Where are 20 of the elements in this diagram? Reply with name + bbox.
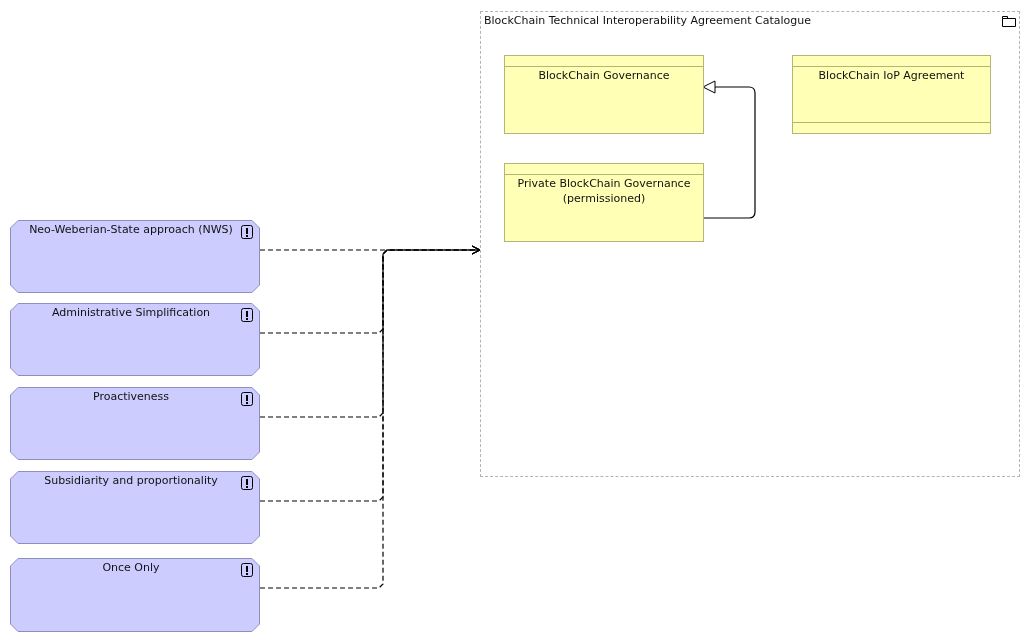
principle-label: Administrative Simplification: [50, 306, 212, 319]
group-frame: [480, 11, 1020, 477]
contract-box: [792, 55, 991, 134]
principle-label: Subsidiarity and proportionality: [43, 474, 219, 487]
object-label: Private BlockChain Governance (permissioned): [516, 176, 692, 206]
business-object-box: [504, 55, 704, 134]
principle-label: Proactiveness: [91, 390, 171, 403]
principle-shape: [10, 303, 260, 376]
principle-label: Once Only: [101, 561, 161, 574]
object-label: BlockChain Governance: [537, 68, 671, 83]
principle-shape: [10, 387, 260, 460]
object-label: BlockChain IoP Agreement: [817, 68, 966, 83]
dashed-arrow: [259, 245, 481, 589]
principle-shape: [10, 471, 260, 544]
group-title: BlockChain Technical Interoperability Agreement Catalogue: [484, 14, 812, 27]
arrow: [702, 80, 756, 219]
principle-label: Neo-Weberian-State approach (NWS): [28, 223, 234, 236]
business-object-box: [504, 163, 704, 242]
principle-shape: [10, 558, 260, 632]
principle-shape: [10, 220, 260, 293]
